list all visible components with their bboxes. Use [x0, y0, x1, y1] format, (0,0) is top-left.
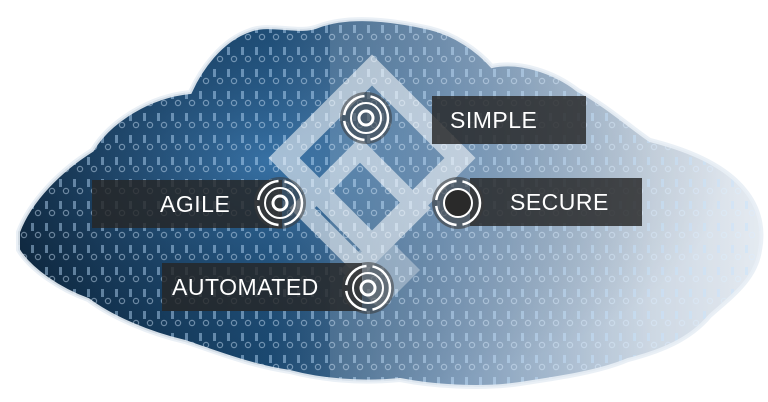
automated-label-bar: AUTOMATED — [162, 263, 362, 311]
secure-label: SECURE — [510, 188, 609, 215]
simple-label: SIMPLE — [450, 106, 538, 133]
automated-label: AUTOMATED — [172, 273, 319, 300]
simple-label-bar: SIMPLE — [432, 96, 586, 144]
automated-ring-icon — [340, 260, 396, 316]
agile-label-bar: AGILE — [92, 180, 282, 228]
agile-ring-icon — [252, 175, 308, 231]
agile-label: AGILE — [160, 190, 231, 217]
secure-label-bar: SECURE — [470, 178, 642, 226]
secure-ring-icon — [430, 175, 486, 231]
simple-ring-icon — [338, 90, 394, 146]
